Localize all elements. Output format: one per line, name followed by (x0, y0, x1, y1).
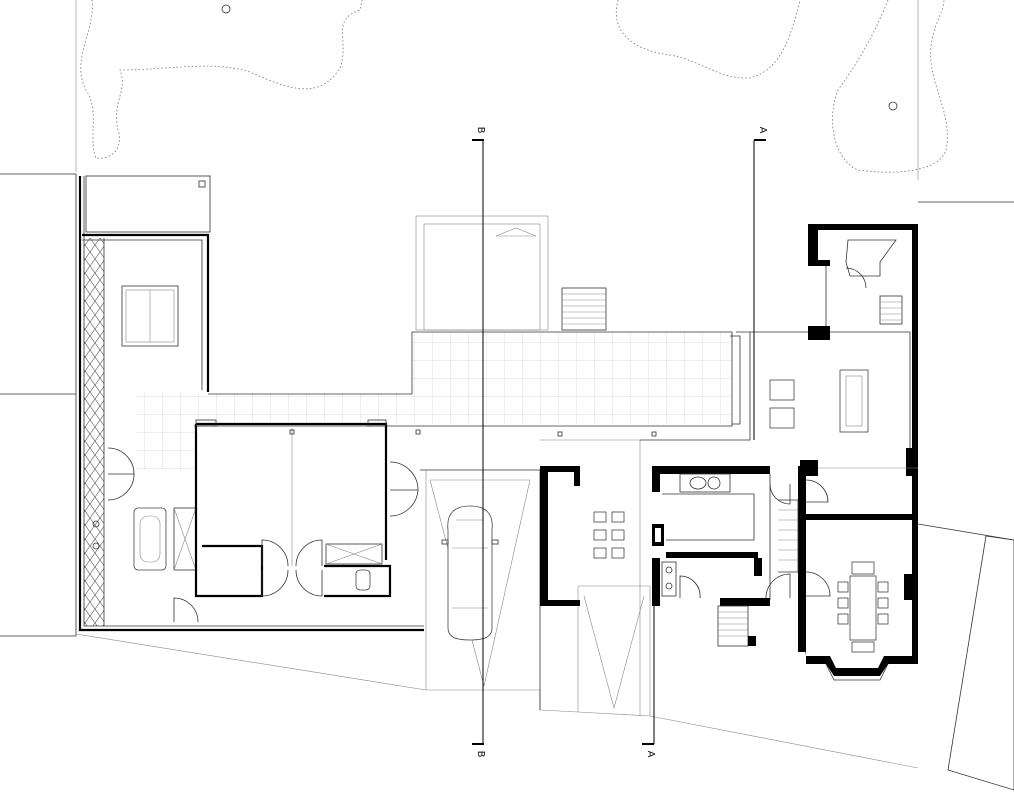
section-line-b: B B (472, 127, 486, 758)
section-b-bottom-label: B (475, 751, 486, 758)
terraces (85, 175, 733, 470)
sink (679, 473, 731, 493)
dining-room (798, 561, 918, 681)
window-unit (121, 285, 179, 347)
tree-trunk-icon (888, 101, 898, 111)
column-markers (289, 429, 657, 437)
section-a-bottom-label: A (645, 751, 656, 758)
dining-table-small (593, 511, 625, 559)
tree-canopy-middle (616, 0, 801, 79)
terrace-entry (136, 392, 194, 470)
garden-room (808, 224, 918, 340)
driveway (420, 469, 651, 716)
bathtub (133, 507, 167, 571)
section-a-top-label: A (757, 127, 768, 134)
neighbouring-buildings (0, 173, 1014, 791)
kitchen (652, 460, 818, 606)
west-wall-hatch (84, 238, 104, 626)
dining-table (837, 561, 889, 653)
section-b-top-label: B (475, 127, 486, 134)
dining-pavilion (540, 439, 641, 716)
stairs-icon (879, 295, 903, 325)
terrace-link (194, 394, 414, 424)
tree-trunk-icon (221, 4, 231, 14)
stairs-icon (778, 499, 799, 573)
landscape (75, 0, 948, 180)
stairs-icon (561, 287, 607, 331)
tree-canopy-right (832, 0, 948, 173)
toilet (355, 569, 371, 591)
main-house (640, 224, 918, 681)
terrace-east-patio (412, 332, 732, 424)
car-icon (441, 505, 499, 641)
central-block (194, 419, 419, 598)
living-room-furniture (769, 369, 869, 433)
section-line-a: A A (642, 127, 768, 758)
terrace-north (85, 175, 211, 233)
tree-canopy-left (80, 0, 363, 159)
